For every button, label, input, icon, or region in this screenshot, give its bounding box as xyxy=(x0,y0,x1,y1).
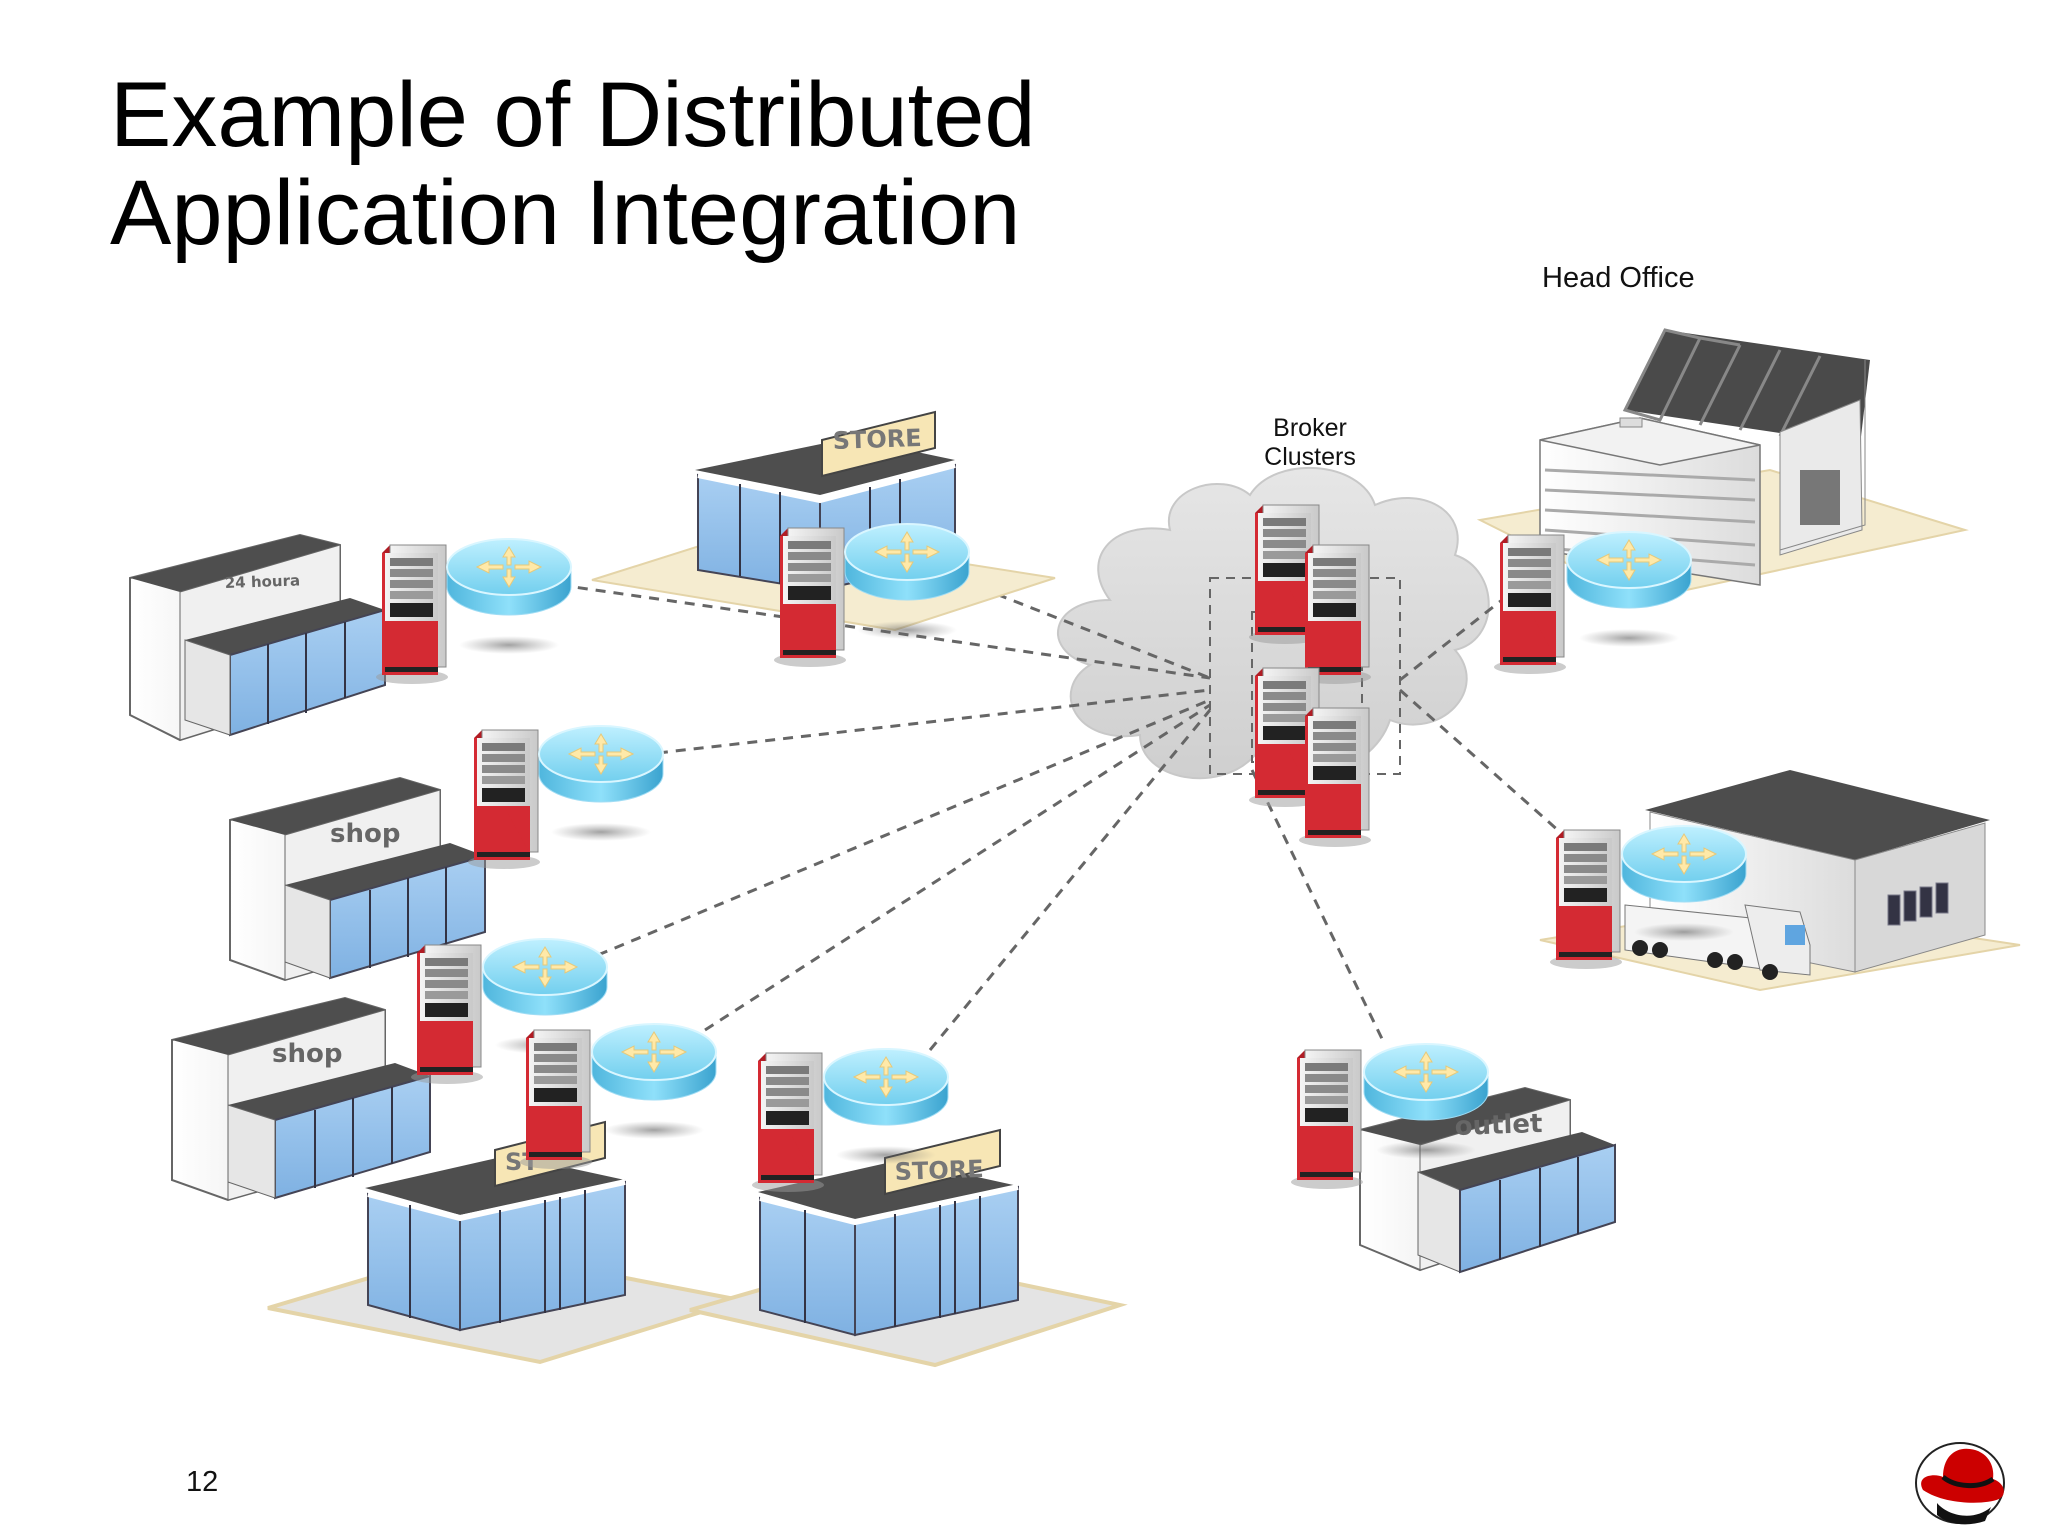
connector-store-top xyxy=(929,566,1211,680)
server-tower-icon xyxy=(410,944,484,1085)
broker-clusters-label: Broker Clusters xyxy=(1255,414,1365,472)
site-sign: STORE xyxy=(832,424,922,455)
connector-outlet xyxy=(1250,769,1387,1046)
title-line-2: Application Integration xyxy=(110,162,1021,264)
connector-store-st xyxy=(704,703,1211,1032)
server-tower-icon xyxy=(375,544,449,685)
store-24-hours: 24 houra xyxy=(129,533,386,742)
broker-label-line-1: Broker xyxy=(1273,414,1347,442)
router-icon xyxy=(538,725,664,842)
connector-shop-1 xyxy=(639,688,1211,757)
server-tower-icon xyxy=(1298,544,1372,685)
shop-2: shop xyxy=(171,996,431,1202)
outlet-store: outlet xyxy=(1359,1086,1616,1274)
server-tower-icon xyxy=(1298,707,1372,848)
server-tower-icon xyxy=(519,1029,593,1170)
connector-head-office xyxy=(1399,598,1503,682)
title-line-1: Example of Distributed xyxy=(110,64,1036,166)
site-sign: 24 houra xyxy=(225,571,301,592)
server-tower-icon xyxy=(467,729,541,870)
server-tower-icon xyxy=(1290,1049,1364,1190)
router-icon xyxy=(1566,531,1692,648)
server-tower-icon xyxy=(773,527,847,668)
red-hat-logo-icon xyxy=(1915,1442,2005,1525)
broker-cluster-servers xyxy=(1248,504,1372,848)
site-sign: shop xyxy=(330,819,400,849)
server-tower-icon xyxy=(1493,534,1567,675)
server-tower-icon xyxy=(1549,829,1623,970)
connector-shop-2 xyxy=(597,698,1211,957)
store-bottom-left: ST xyxy=(267,1120,741,1365)
router-icon xyxy=(591,1023,717,1140)
router-icon xyxy=(446,538,572,655)
site-sign: outlet xyxy=(1454,1109,1543,1142)
head-office-label: Head Office xyxy=(1542,262,1695,294)
store-bottom-middle: STORE xyxy=(689,1128,1128,1368)
connector-store-bottom xyxy=(928,709,1212,1051)
page-number: 12 xyxy=(186,1466,219,1498)
shop-1: shop xyxy=(229,776,486,982)
broker-label-line-2: Clusters xyxy=(1264,443,1356,471)
connectors xyxy=(559,566,1561,1051)
site-sign: shop xyxy=(272,1039,342,1069)
server-tower-icon xyxy=(751,1052,825,1193)
slide-title: Example of Distributed Application Integ… xyxy=(110,66,1036,262)
